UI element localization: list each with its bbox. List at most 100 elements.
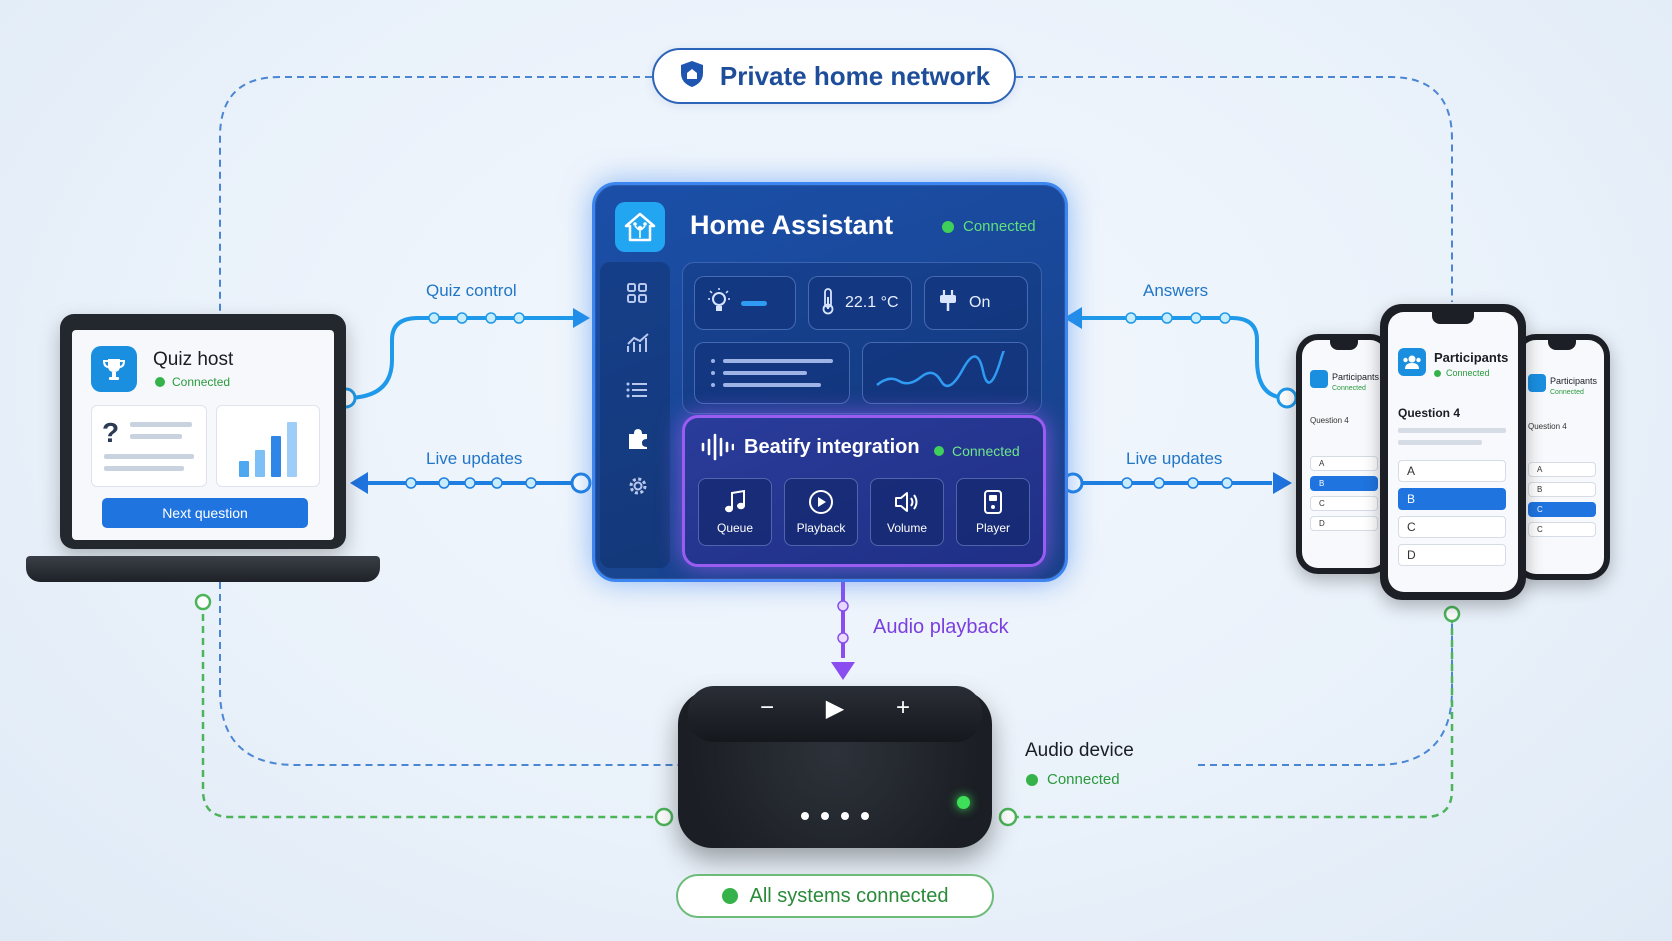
answer-option-selected[interactable]: B	[1310, 476, 1378, 491]
speaker-top-panel	[688, 686, 982, 742]
lightbulb-icon	[707, 287, 731, 320]
hub-sidebar	[600, 262, 670, 568]
question-text-line	[1398, 428, 1506, 433]
answers-arrow	[1064, 307, 1082, 329]
temperature-tile[interactable]: 22.1 °C	[808, 276, 912, 330]
dashboard-icon[interactable]	[626, 282, 648, 309]
speaker-indicator-lights	[801, 812, 869, 820]
audio-playback-arrow	[831, 662, 855, 680]
participant-phone-right-screen: Participants Connected Question 4 A B C …	[1520, 340, 1604, 574]
light-tile[interactable]	[694, 276, 796, 330]
green-node-speaker-right	[998, 807, 1018, 827]
plug-tile[interactable]: On	[924, 276, 1028, 330]
answers-line	[1082, 316, 1288, 400]
all-systems-pill: All systems connected	[676, 874, 994, 918]
puzzle-icon[interactable]	[626, 427, 650, 456]
network-boundary-bottom-left	[219, 582, 678, 766]
laptop-base	[26, 556, 380, 582]
green-link-left	[201, 602, 664, 819]
live-updates-left-arrow	[350, 472, 368, 494]
device-icon	[984, 490, 1002, 514]
green-node-speaker-left	[654, 807, 674, 827]
light-level-bar	[741, 300, 767, 306]
player-label: Player	[975, 521, 1010, 535]
network-title: Private home network	[719, 60, 991, 91]
participants-icon	[1398, 348, 1426, 376]
quiz-control-line	[345, 316, 576, 400]
playback-button[interactable]: Playback	[784, 478, 858, 546]
participants-icon	[1528, 374, 1546, 392]
play-button[interactable]: ▶	[825, 695, 845, 722]
player-button[interactable]: Player	[956, 478, 1030, 546]
question-icon: ?	[102, 417, 194, 471]
volume-down-button[interactable]: −	[760, 694, 775, 721]
status-dot	[155, 377, 165, 387]
participants-status-small: Connected	[1550, 389, 1584, 396]
answer-option[interactable]: A	[1398, 460, 1506, 482]
graph-tile[interactable]	[862, 342, 1028, 404]
quiz-control-label: Quiz control	[426, 281, 517, 300]
audio-playback-label: Audio playback	[873, 616, 1009, 638]
home-assistant-logo-icon	[615, 202, 665, 252]
next-question-button[interactable]: Next question	[102, 498, 308, 528]
stats-card	[216, 405, 320, 487]
answer-option-selected[interactable]: C	[1528, 502, 1596, 517]
participants-status-small: Connected	[1332, 385, 1366, 392]
participant-phone-main-screen: Participants Connected Question 4 A B C …	[1388, 312, 1518, 592]
beatify-status: Connected	[934, 443, 1020, 459]
status-dot	[934, 446, 944, 456]
plug-icon	[937, 288, 959, 319]
analytics-icon[interactable]	[626, 332, 650, 359]
participants-icon	[1310, 370, 1328, 388]
list-icon[interactable]	[626, 380, 648, 405]
green-node-phone	[1443, 605, 1461, 623]
answers-label: Answers	[1143, 281, 1209, 300]
volume-button[interactable]: Volume	[870, 478, 944, 546]
status-dot	[1434, 369, 1441, 377]
shield-icon	[678, 59, 706, 94]
list-tile[interactable]	[694, 342, 850, 404]
thermometer-icon	[821, 287, 835, 320]
playback-label: Playback	[796, 521, 846, 535]
home-assistant-status-text: Connected	[963, 218, 1036, 235]
live-updates-right-label: Live updates	[1126, 449, 1223, 468]
question-card: ?	[91, 405, 207, 487]
network-boundary-left	[219, 76, 652, 314]
beatify-title: Beatify integration	[744, 436, 920, 458]
speaker-power-led	[957, 796, 970, 809]
network-title-pill: Private home network	[652, 48, 1016, 104]
volume-label: Volume	[886, 521, 928, 535]
question-text-line	[1398, 440, 1482, 445]
audio-device-status-text: Connected	[1047, 771, 1120, 788]
live-updates-right-arrow	[1273, 472, 1292, 494]
answer-option-selected[interactable]: B	[1398, 488, 1506, 510]
answer-option[interactable]: C	[1398, 516, 1506, 538]
answer-option[interactable]: A	[1310, 456, 1378, 471]
all-systems-text: All systems connected	[749, 884, 949, 907]
audio-device-status: Connected	[1026, 771, 1120, 788]
answer-option[interactable]: A	[1528, 462, 1596, 477]
beatify-tiles: Queue Playback Volume Player	[698, 478, 1030, 546]
quiz-host-title: Quiz host	[153, 349, 234, 370]
home-assistant-title: Home Assistant	[690, 210, 894, 240]
answer-option[interactable]: C	[1528, 522, 1596, 537]
queue-button[interactable]: Queue	[698, 478, 772, 546]
answer-option[interactable]: D	[1310, 516, 1378, 531]
participant-phone-left-screen: Participants Connected Question 4 A B C …	[1302, 340, 1386, 568]
live-updates-left-label: Live updates	[426, 449, 523, 468]
status-dot	[942, 220, 954, 233]
status-dot	[721, 888, 738, 904]
network-boundary-bottom-right	[1198, 610, 1453, 766]
line-graph-icon	[876, 351, 1005, 388]
participants-title-small: Participants	[1550, 376, 1598, 386]
volume-up-button[interactable]: +	[895, 694, 910, 721]
answer-option[interactable]: C	[1310, 496, 1378, 511]
gear-icon[interactable]	[626, 474, 650, 503]
quiz-host-status-text: Connected	[172, 375, 231, 389]
plug-state: On	[969, 294, 991, 311]
home-assistant-status: Connected	[942, 218, 1036, 235]
answer-option[interactable]: D	[1398, 544, 1506, 566]
participants-status: Connected	[1434, 368, 1490, 378]
answer-option[interactable]: B	[1528, 482, 1596, 497]
temperature-value: 22.1 °C	[845, 294, 899, 311]
